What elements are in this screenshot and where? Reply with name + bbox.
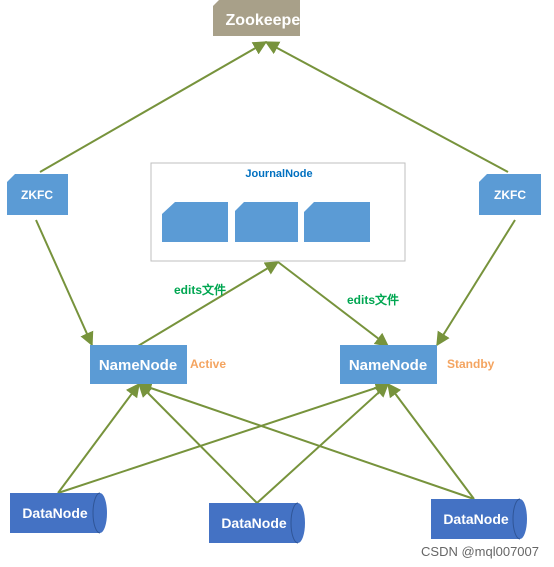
journal-block-2 [235, 202, 298, 242]
watermark: CSDN @mql007007 [421, 544, 539, 559]
arrow-journal-to-standby [277, 261, 390, 347]
arrow-datanode3-to-active [137, 381, 475, 500]
arrow-datanode1-to-standby [57, 381, 390, 494]
journalnode-group: JournalNode [150, 162, 406, 262]
namenode-standby-status: Standby [447, 357, 495, 371]
namenode-standby-node: NameNode Standby [340, 345, 495, 384]
datanode-1: DataNode [10, 492, 107, 534]
edits-label-left: edits文件 [174, 282, 226, 297]
zkfc-right-node: ZKFC [479, 174, 541, 215]
journal-block-3 [304, 202, 370, 242]
arrow-zkfc-right-to-zookeeper [264, 41, 509, 173]
datanode-3: DataNode [431, 498, 527, 540]
zkfc-left-node: ZKFC [7, 174, 68, 215]
datanode-1-label: DataNode [22, 505, 88, 521]
zkfc-right-label: ZKFC [494, 188, 526, 202]
edits-label-right: edits文件 [347, 292, 399, 307]
namenode-active-status: Active [190, 357, 226, 371]
zkfc-left-label: ZKFC [21, 188, 53, 202]
arrow-zkfc-left-to-zookeeper [39, 41, 268, 173]
datanode-2: DataNode [209, 502, 305, 544]
arrow-datanode2-to-active [138, 383, 258, 504]
arrow-datanode1-to-active [57, 382, 140, 494]
zookeeper-label: Zookeeper [226, 12, 307, 29]
arrow-zkfc-right-to-namenode-standby [436, 219, 516, 347]
arrow-zkfc-left-to-namenode-active [35, 219, 94, 347]
namenode-active-label: NameNode [99, 357, 177, 374]
connectors [35, 41, 516, 504]
journal-block-1 [162, 202, 228, 242]
journalnode-title: JournalNode [245, 168, 312, 180]
datanode-3-label: DataNode [443, 511, 509, 527]
namenode-active-node: NameNode Active [90, 345, 226, 384]
arrow-datanode2-to-standby [256, 383, 390, 504]
namenode-standby-label: NameNode [349, 357, 427, 374]
arrow-datanode3-to-standby [387, 382, 475, 500]
datanode-2-label: DataNode [221, 515, 287, 531]
zookeeper-node: Zookeeper [213, 0, 306, 36]
arrow-active-to-journal [137, 261, 280, 347]
